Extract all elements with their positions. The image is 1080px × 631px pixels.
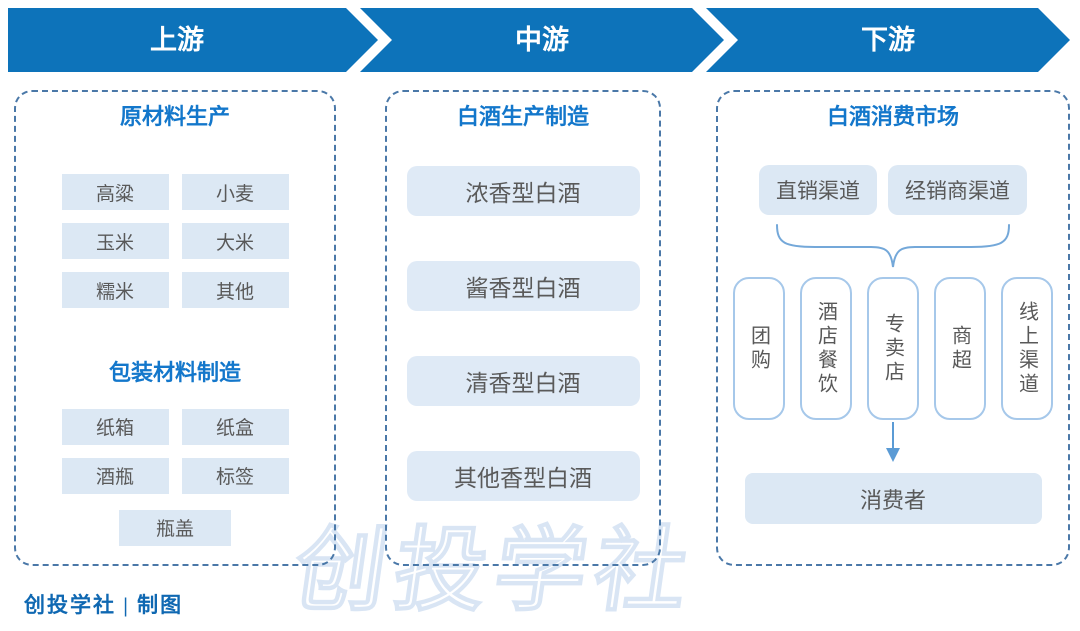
chip-other-raw: 其他: [181, 272, 289, 309]
chip-corn: 玉米: [61, 223, 169, 260]
pill-specialty-store: 专卖店: [867, 277, 919, 421]
raw-material-chip-grid: 高粱 小麦 玉米 大米 糯米 其他: [61, 174, 289, 309]
chip-bottle-cap: 瓶盖: [119, 509, 231, 546]
chip-direct-sales: 直销渠道: [759, 165, 877, 216]
down-arrow-icon: [886, 422, 900, 463]
pill-supermarket: 商超: [934, 277, 986, 421]
consumer-market-title: 白酒消费市场: [826, 104, 959, 129]
banner-label-downstream: 下游: [861, 25, 915, 55]
packaging-title: 包装材料制造: [108, 360, 241, 386]
chip-rice: 大米: [181, 223, 289, 260]
raw-material-title: 原材料生产: [119, 104, 230, 129]
pill-hotel-catering: 酒店餐饮: [800, 277, 852, 421]
banner-label-upstream: 上游: [150, 25, 204, 55]
channel-mode-row: 直销渠道 经销商渠道: [759, 165, 1027, 216]
upstream-panel: 原材料生产 高粱 小麦 玉米 大米 糯米 其他 包装材料制造 纸箱 纸盒 酒瓶 …: [14, 90, 336, 566]
box-strong-aroma: 浓香型白酒: [406, 166, 640, 217]
banner-arrow-upstream: [8, 8, 378, 72]
pill-label: 商超: [948, 324, 971, 373]
brace-path: [776, 224, 1010, 268]
packaging-chip-grid: 纸箱 纸盒 酒瓶 标签: [61, 408, 289, 494]
pill-label: 酒店餐饮: [814, 300, 837, 397]
chip-carton: 纸箱: [61, 408, 169, 445]
process-banner: 上游 中游 下游: [8, 8, 1070, 72]
box-sauce-aroma: 酱香型白酒: [406, 261, 640, 312]
box-light-aroma: 清香型白酒: [406, 356, 640, 407]
box-other-aroma: 其他香型白酒: [406, 451, 640, 502]
banner-arrow-midstream: [360, 8, 724, 72]
brace-connector: [776, 224, 1010, 268]
chip-wheat: 小麦: [181, 174, 289, 211]
pill-label: 线上渠道: [1015, 300, 1038, 397]
pill-label: 团购: [747, 324, 770, 373]
pill-group-buying: 团购: [733, 277, 785, 421]
chip-distributor: 经销商渠道: [888, 165, 1027, 216]
chip-sorghum: 高粱: [61, 174, 169, 211]
banner-label-midstream: 中游: [515, 25, 569, 55]
pill-online-channel: 线上渠道: [1001, 277, 1053, 421]
pill-label: 专卖店: [881, 312, 904, 385]
arrow-head: [886, 448, 900, 463]
consumer-box: 消费者: [744, 473, 1042, 525]
chip-bottle: 酒瓶: [61, 457, 169, 494]
downstream-panel: 白酒消费市场 直销渠道 经销商渠道 团购 酒店餐饮 专卖店 商超 线上渠道: [716, 90, 1070, 566]
footer-credit: 创投学社 | 制图: [24, 593, 184, 617]
chip-glutinous-rice: 糯米: [61, 272, 169, 309]
chip-label: 标签: [181, 457, 289, 494]
banner-arrow-downstream: [706, 8, 1070, 72]
chip-paper-box: 纸盒: [181, 408, 289, 445]
midstream-panel: 白酒生产制造 浓香型白酒 酱香型白酒 清香型白酒 其他香型白酒: [385, 90, 661, 566]
sub-channel-row: 团购 酒店餐饮 专卖店 商超 线上渠道: [733, 277, 1053, 421]
production-title: 白酒生产制造: [456, 104, 589, 129]
